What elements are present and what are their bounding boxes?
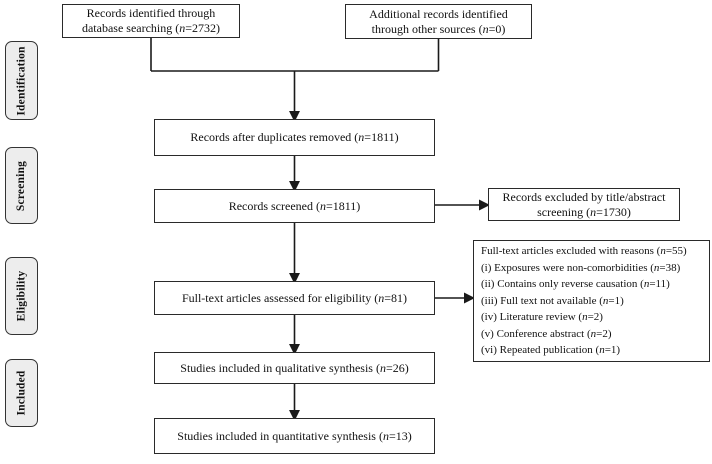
records-screened-box: Records screened (n=1811) bbox=[154, 189, 435, 223]
quantitative-synthesis-box: Studies included in quantitative synthes… bbox=[154, 418, 435, 454]
exclusion-reason-line: (iii) Full text not available (n=1) bbox=[481, 294, 624, 307]
stage-label-identification: Identification bbox=[5, 41, 38, 120]
exclusion-reason-line: Full-text articles excluded with reasons… bbox=[481, 245, 687, 257]
box-label: Studies included in quantitative synthes… bbox=[177, 428, 412, 443]
stage-label-included: Included bbox=[5, 359, 38, 427]
box-label: Full-text articles assessed for eligibil… bbox=[181, 290, 408, 305]
box-label: Studies included in qualitative synthesi… bbox=[180, 360, 409, 375]
duplicates-removed-box: Records after duplicates removed (n=1811… bbox=[154, 119, 435, 156]
box-label: Records screened (n=1811) bbox=[228, 198, 361, 213]
stage-label-text: Eligibility bbox=[15, 270, 28, 322]
box-label: Records after duplicates removed (n=1811… bbox=[190, 130, 399, 144]
stage-label-text: Identification bbox=[15, 45, 28, 116]
excluded-with-reasons-box: Full-text articles excluded with reasons… bbox=[473, 240, 710, 362]
box-label: Records identified through database sear… bbox=[81, 6, 221, 35]
additional-records-box: Additional records identified through ot… bbox=[345, 4, 532, 39]
box-label: Additional records identified through ot… bbox=[369, 6, 508, 36]
records-identified-box: Records identified through database sear… bbox=[62, 4, 240, 38]
stage-label-text: Included bbox=[15, 370, 28, 416]
excluded-by-title-box: Records excluded by title/abstract scree… bbox=[488, 188, 680, 221]
exclusion-reason-line: (vi) Repeated publication (n=1) bbox=[481, 344, 621, 356]
exclusion-reason-line: (ii) Contains only reverse causation (n=… bbox=[481, 278, 670, 290]
stage-label-eligibility: Eligibility bbox=[5, 257, 38, 335]
exclusion-reason-line: (iv) Literature review (n=2) bbox=[481, 311, 603, 323]
exclusion-reason-line: (v) Conference abstract (n=2) bbox=[481, 327, 612, 340]
box-label: Records excluded by title/abstract scree… bbox=[502, 189, 666, 219]
fulltext-assessed-box: Full-text articles assessed for eligibil… bbox=[154, 281, 435, 315]
exclusion-reason-line: (i) Exposures were non-comorbidities (n=… bbox=[481, 261, 681, 274]
stage-label-text: Screening bbox=[15, 160, 28, 211]
stage-label-screening: Screening bbox=[5, 147, 38, 224]
qualitative-synthesis-box: Studies included in qualitative synthesi… bbox=[154, 352, 435, 384]
